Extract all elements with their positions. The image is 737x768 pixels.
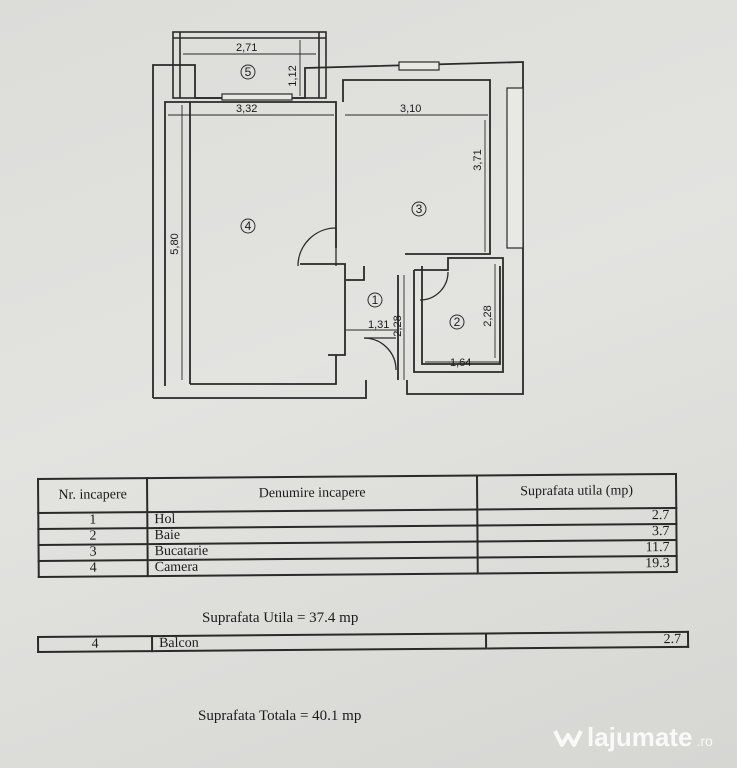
watermark: lajumate.ro <box>553 722 713 753</box>
row-nr: 3 <box>38 544 148 561</box>
dim-balcony-width: 2,71 <box>236 42 257 54</box>
row-area: 11.7 <box>477 539 677 558</box>
watermark-tld: .ro <box>696 732 713 749</box>
room-number-5: 5 <box>245 65 252 79</box>
dimension-lines <box>168 40 500 380</box>
floor-plan: 2,71 1,12 3,32 3,10 5,80 3,71 1,31 2,28 … <box>152 31 524 399</box>
balcony-name: Balcon <box>152 633 487 652</box>
row-area: 3.7 <box>477 523 677 542</box>
room-number-2: 2 <box>454 315 461 329</box>
header-nr: Nr. incapere <box>38 478 148 513</box>
room-number-3: 3 <box>416 202 423 216</box>
dim-room3-width: 3,10 <box>400 103 421 115</box>
dim-room3-length: 3,71 <box>472 149 484 170</box>
header-area: Suprafata utila (mp) <box>476 473 677 510</box>
dim-hall-width: 1,31 <box>368 319 389 331</box>
rooms-table: Nr. incapere Denumire incapere Suprafata… <box>37 473 678 578</box>
dim-bath-width: 1,64 <box>450 357 471 369</box>
grand-total-area: Suprafata Totala = 40.1 mp <box>198 708 362 724</box>
useful-area-total: Suprafata Utila = 37.4 mp <box>202 610 359 626</box>
balcony-table: 4 Balcon 2.7 <box>37 631 689 653</box>
room-markers <box>240 64 465 330</box>
row-name: Camera <box>147 557 478 577</box>
dim-balcony-depth: 1,12 <box>287 65 299 86</box>
lajumate-logo-icon <box>553 729 583 747</box>
row-area: 19.3 <box>477 555 677 574</box>
table-row: 4 Balcon 2.7 <box>38 631 689 652</box>
door-swings <box>297 227 449 371</box>
room-number-4: 4 <box>245 219 252 233</box>
window-marks <box>221 61 524 249</box>
outer-walls <box>152 61 524 399</box>
watermark-brand: lajumate <box>587 722 693 752</box>
row-nr: 4 <box>38 560 148 577</box>
balcony-nr: 4 <box>38 636 153 652</box>
dim-room4-width: 3,32 <box>236 103 257 115</box>
row-nr: 1 <box>38 512 148 529</box>
balcony-area: 2.7 <box>485 631 689 649</box>
rooms-table-header: Nr. incapere Denumire incapere Suprafata… <box>38 473 677 513</box>
row-nr: 2 <box>38 528 148 545</box>
dim-hall-length: 2,28 <box>392 315 404 336</box>
row-area: 2.7 <box>477 507 677 526</box>
header-name: Denumire incapere <box>147 475 478 513</box>
room-number-1: 1 <box>372 293 379 307</box>
dim-bath-length: 2,28 <box>482 305 494 326</box>
dim-room4-length: 5,80 <box>169 233 181 254</box>
